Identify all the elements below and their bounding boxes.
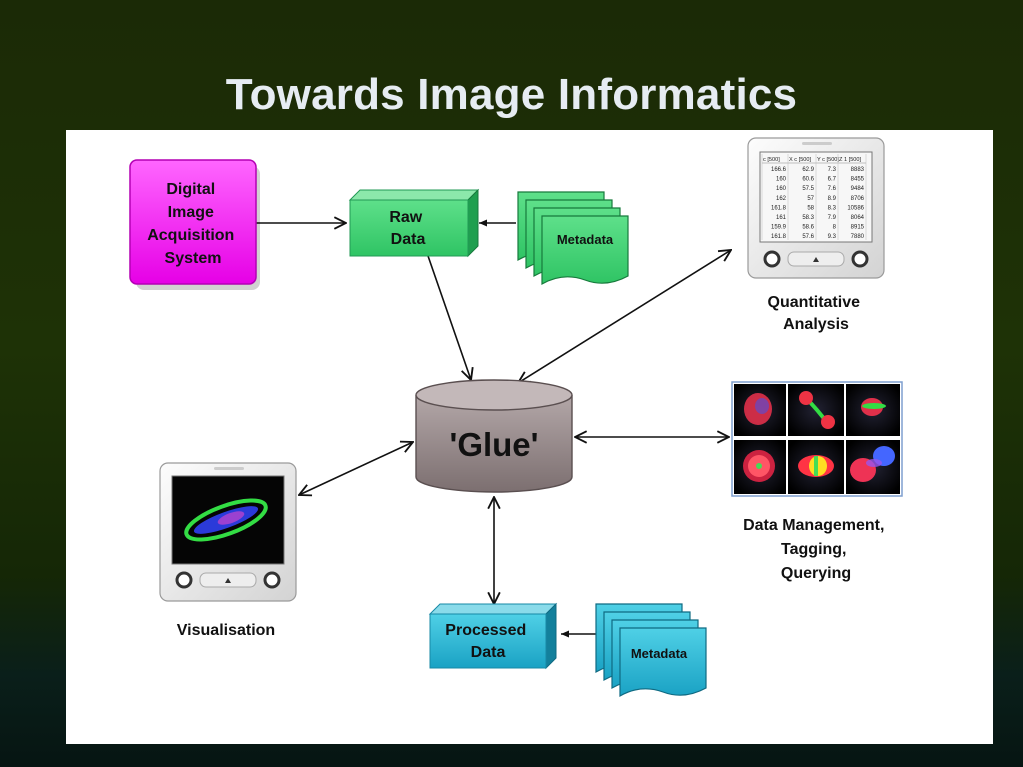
connectors (256, 223, 731, 638)
cell-image-6 (846, 440, 900, 494)
table-cell: 160 (776, 186, 787, 192)
quantitative-device-icon: c [500] X c [500] Y c [500]Z 1 [500] 166.6 6… (747, 137, 885, 279)
arrow-glue-quantitative (518, 250, 731, 383)
table-cell: 161.8 (771, 234, 787, 240)
glue-node: 'Glue' (415, 379, 573, 493)
table-cell: 57.5 (802, 186, 814, 192)
datamgmt-line-2: Tagging, (781, 541, 846, 558)
visualisation-label: Visualisation (177, 622, 275, 639)
raw-data-line-2: Data (391, 231, 426, 248)
cell-image-3 (846, 384, 900, 436)
table-cell: 7.6 (828, 186, 837, 192)
metadata-bottom-node: Metadata (595, 603, 707, 698)
table-cell: 9484 (851, 186, 865, 192)
table-cell: 9.3 (828, 234, 837, 240)
quantitative-line-1: Quantitative (768, 294, 861, 311)
metadata-top-node: Metadata (517, 191, 629, 286)
arrow-raw-to-glue (426, 252, 471, 380)
glue-label: 'Glue' (449, 426, 538, 463)
table-cell: 8.3 (828, 205, 837, 211)
diagram-canvas: Digital Image Acquisition System Raw Dat… (129, 137, 903, 698)
datamgmt-line-1: Data Management, (743, 517, 884, 534)
table-cell: 62.9 (802, 167, 814, 173)
raw-data-node: Raw Data (348, 188, 480, 258)
table-cell: 60.6 (802, 177, 814, 183)
table-cell: 8883 (851, 167, 865, 173)
table-cell: 8.9 (828, 196, 837, 202)
cell-image-2 (788, 384, 844, 436)
table-cell: 8915 (851, 225, 865, 231)
table-header-cell: Y c [500] (817, 157, 839, 163)
table-header-cell: Z 1 [500] (839, 157, 862, 163)
cell-image-4 (734, 440, 786, 494)
table-cell: 58.6 (802, 225, 814, 231)
table-cell: 161.8 (771, 205, 787, 211)
cell-image-5 (788, 440, 844, 494)
table-cell: 8 (833, 225, 837, 231)
diagram-panel: Digital Image Acquisition System Raw Dat… (66, 130, 993, 744)
raw-data-line-1: Raw (389, 209, 422, 226)
acquisition-line-4: System (165, 250, 222, 267)
table-cell: 57.6 (802, 234, 814, 240)
metadata-bottom-label: Metadata (631, 646, 688, 661)
slide-title: Towards Image Informatics (225, 70, 798, 119)
table-cell: 8706 (851, 196, 865, 202)
table-header-cell: X c [500] (789, 157, 812, 163)
table-cell: 160 (776, 177, 787, 183)
table-cell: 161 (776, 215, 787, 221)
svg-text:Raw Data: Raw Data (389, 209, 426, 248)
table-header-cell: c [500] (763, 157, 780, 163)
datamgmt-line-3: Querying (781, 565, 851, 582)
table-cell: 7.3 (828, 167, 837, 173)
svg-text:Quantitative Analysis: Quantitative Analysis (768, 294, 865, 333)
table-cell: 8455 (851, 177, 865, 183)
acquisition-line-2: Image (168, 204, 214, 221)
table-cell: 58 (807, 205, 814, 211)
arrow-glue-visualisation (299, 442, 413, 495)
metadata-top-label: Metadata (557, 232, 614, 247)
table-cell: 57 (807, 196, 814, 202)
acquisition-line-1: Digital (166, 181, 215, 198)
processed-data-line-1: Processed (445, 622, 526, 639)
acquisition-line-3: Acquisition (147, 227, 234, 244)
table-cell: 58.3 (802, 215, 814, 221)
processed-data-node: Processed Data (428, 602, 558, 670)
cell-image-grid (731, 381, 903, 497)
table-cell: 159.9 (771, 225, 787, 231)
table-cell: 6.7 (828, 177, 837, 183)
table-cell: 7.9 (828, 215, 837, 221)
quantitative-line-2: Analysis (783, 316, 849, 333)
svg-text:Digital Image: Digital Image Acquisition System (147, 181, 239, 267)
table-cell: 7880 (851, 234, 865, 240)
svg-text:Data Management, Tagging: Data Management, Tagging, Querying (743, 517, 889, 582)
cell-image-1 (734, 384, 786, 436)
table-cell: 162 (776, 196, 787, 202)
table-cell: 166.6 (771, 167, 787, 173)
processed-data-line-2: Data (471, 644, 506, 661)
quantitative-table: c [500] X c [500] Y c [500]Z 1 [500] 166.6 6… (761, 154, 867, 240)
table-cell: 8064 (851, 215, 865, 221)
svg-text:Processed Data: Processed Data (445, 622, 530, 661)
table-cell: 10586 (847, 205, 864, 211)
acquisition-node: Digital Image Acquisition System (129, 159, 260, 290)
visualisation-device-icon (159, 462, 297, 602)
